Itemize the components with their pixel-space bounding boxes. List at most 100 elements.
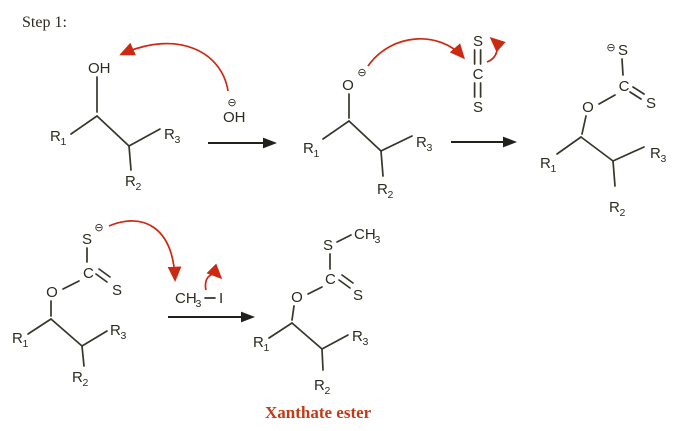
bond	[291, 322, 323, 350]
r1-subscript: 1	[314, 148, 320, 160]
electron-arrow-pi-to-sulfur	[486, 36, 506, 63]
r1-subscript: 1	[23, 338, 29, 350]
r2-subscript: 2	[388, 189, 394, 201]
minus-charge-icon: ⊖	[357, 66, 366, 79]
bond	[81, 330, 108, 347]
carbon-disulfide: S C S	[473, 33, 484, 116]
thione-sulfur-label: S	[112, 282, 122, 299]
alkoxide-oxygen-label: O	[342, 77, 354, 94]
bond	[322, 120, 350, 140]
double-bond-line	[341, 274, 354, 284]
bond	[268, 322, 293, 339]
carbon-label: C	[83, 265, 94, 282]
minus-charge-icon: ⊖	[606, 41, 615, 54]
r1-label: R	[253, 334, 264, 351]
thione-sulfur-label: S	[353, 287, 363, 304]
electron-arrow-bond-to-iodide	[204, 263, 223, 291]
iodine-label: I	[219, 290, 223, 307]
carbon-label: C	[473, 66, 484, 83]
molecule-xanthate-anion-top: ⊖ S C S O R 1 R 3 R 2	[540, 41, 667, 219]
hydroxide-label: OH	[223, 109, 246, 126]
hydroxyl-group-label: OH	[88, 60, 111, 77]
r1-label: R	[303, 140, 314, 157]
electron-arrow-deprotonation	[119, 42, 229, 92]
bond	[81, 345, 85, 367]
double-bond-line	[98, 268, 111, 278]
bond	[581, 115, 587, 135]
bond	[580, 136, 614, 162]
thione-sulfur-label: S	[646, 95, 656, 112]
r2-label: R	[72, 369, 83, 386]
electron-arrow-thiolate-attack	[108, 220, 182, 283]
r1-subscript: 1	[551, 163, 557, 175]
minus-charge-icon: ⊖	[227, 96, 236, 109]
double-bond-line	[629, 91, 642, 100]
r1-label: R	[50, 128, 61, 145]
molecule-alcohol: OH R 1 R 3 R 2	[50, 60, 181, 193]
bond	[62, 280, 80, 290]
thiolate-sulfur-label: S	[618, 42, 628, 59]
step-row-2: S ⊖ C S O R 1 R 3 R 2 CH 3	[12, 220, 381, 422]
r3-label: R	[164, 126, 175, 143]
r3-subscript: 3	[121, 330, 127, 342]
r2-subscript: 2	[620, 207, 626, 219]
methyl-iodide: CH 3 I	[175, 290, 223, 310]
r3-subscript: 3	[363, 336, 369, 348]
bond	[612, 160, 616, 187]
r3-label: R	[416, 134, 427, 151]
molecule-xanthate-ester: S CH 3 C S O R 1 R 3 R 2 Xanthate ester	[253, 226, 381, 422]
bond	[621, 58, 624, 76]
reaction-arrow-1	[208, 137, 277, 149]
r3-label: R	[110, 322, 121, 339]
r1-label: R	[540, 155, 551, 172]
bond	[336, 234, 352, 243]
double-bond-line	[338, 279, 351, 289]
product-caption: Xanthate ester	[265, 403, 372, 422]
double-bond-line	[95, 273, 108, 283]
bond	[321, 334, 349, 350]
sulfur-label: S	[323, 237, 333, 254]
r2-label: R	[314, 377, 325, 394]
bond	[50, 318, 83, 347]
r2-label: R	[125, 173, 136, 190]
bond	[321, 348, 324, 371]
bond	[70, 115, 98, 135]
bond	[128, 145, 132, 171]
r2-label: R	[377, 181, 388, 198]
step-title: Step 1:	[22, 14, 67, 31]
r1-label: R	[12, 330, 23, 347]
r3-subscript: 3	[661, 153, 667, 165]
r1-subscript: 1	[61, 136, 67, 148]
methyl-label: CH	[175, 290, 197, 307]
molecule-xanthate-anion-bottom: S ⊖ C S O R 1 R 3 R 2	[12, 221, 127, 389]
r2-subscript: 2	[325, 385, 331, 397]
bond	[380, 135, 413, 152]
hydroxide-ion: ⊖ OH	[223, 96, 246, 126]
r2-subscript: 2	[136, 181, 142, 193]
minus-charge-icon: ⊖	[94, 221, 103, 234]
reaction-arrow-head	[503, 136, 517, 148]
r3-subscript: 3	[427, 142, 433, 154]
methyl-subscript: 3	[196, 298, 202, 310]
r3-subscript: 3	[175, 134, 181, 146]
carbon-label: C	[619, 78, 630, 95]
methyl-label: CH	[354, 226, 376, 243]
oxygen-label: O	[46, 284, 58, 301]
reaction-arrow-3	[168, 311, 255, 323]
bond	[556, 136, 582, 155]
double-bond-line	[632, 86, 645, 95]
molecule-alkoxide: O ⊖ R 1 R 3 R 2	[303, 66, 433, 201]
reaction-arrow-head	[263, 137, 277, 149]
bond	[348, 120, 382, 152]
step-row-1: OH R 1 R 3 R 2 ⊖ OH O ⊖	[50, 33, 667, 219]
r2-subscript: 2	[83, 377, 89, 389]
bond	[291, 305, 295, 321]
oxygen-label: O	[582, 99, 594, 116]
reaction-arrow-head	[241, 311, 255, 323]
bond	[380, 150, 384, 177]
r3-label: R	[352, 328, 363, 345]
r3-label: R	[650, 145, 661, 162]
electron-arrow-alkoxide-attack	[367, 38, 466, 67]
